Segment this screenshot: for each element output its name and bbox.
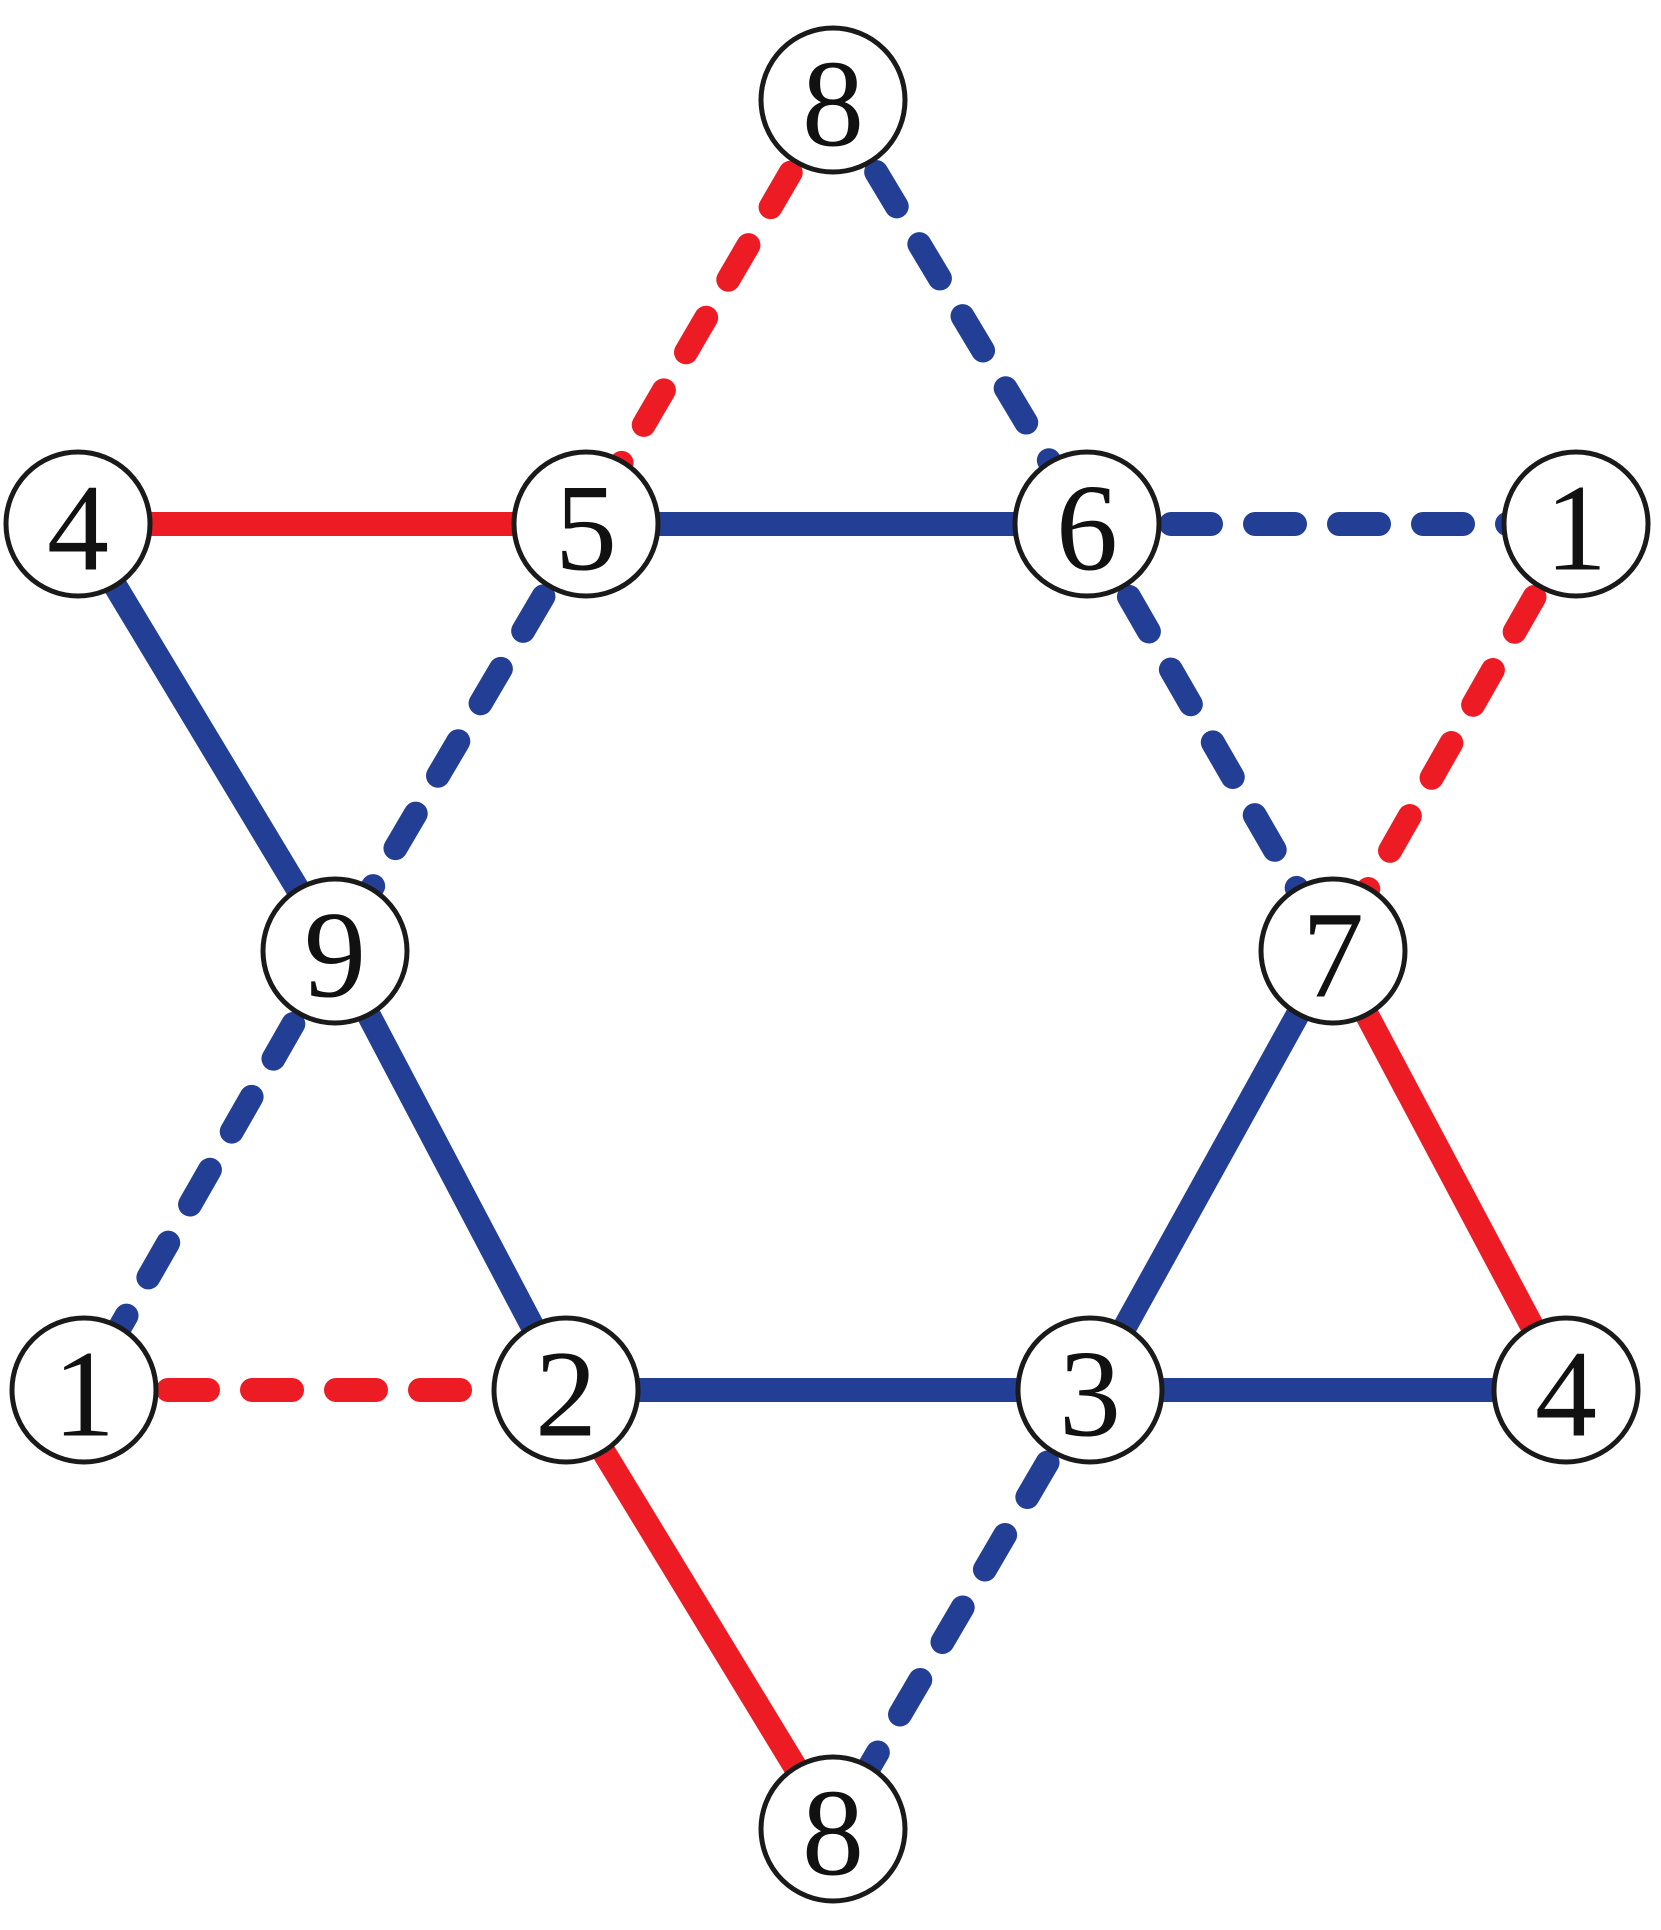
node-circle-n7 [1258,876,1408,1026]
node-circle-right4 [1491,1315,1641,1465]
node-label-bottom8: 8 [802,1765,864,1902]
node-n5: 5 [511,449,661,599]
node-label-n5: 5 [555,460,617,597]
nodes-layer: 8 4 5 6 1 9 7 1 2 3 4 8 [3,25,1651,1904]
node-circle-top8 [758,25,908,175]
edge-right1-n7-red-dashed [1321,512,1588,963]
node-circle-left1 [9,1315,159,1465]
node-right1: 1 [1501,449,1651,599]
node-label-right1: 1 [1545,460,1607,597]
node-circle-n3 [1015,1315,1165,1465]
node-circle-n5 [511,449,661,599]
node-circle-n2 [491,1315,641,1465]
edges-layer [66,88,1588,1841]
node-label-left1: 1 [53,1326,115,1463]
node-circle-left4 [3,449,153,599]
node-n9: 9 [260,876,410,1026]
node-label-n2: 2 [535,1326,597,1463]
node-label-left4: 4 [47,460,109,597]
node-label-n7: 7 [1302,887,1364,1024]
node-n2: 2 [491,1315,641,1465]
node-left4: 4 [3,449,153,599]
node-right4: 4 [1491,1315,1641,1465]
node-label-n9: 9 [304,887,366,1024]
edge-n2-bottom8-red-solid [554,1378,845,1841]
node-n7: 7 [1258,876,1408,1026]
edge-n3-bottom8-blue-dashed [821,1378,1102,1841]
node-n6: 6 [1012,449,1162,599]
edge-n5-n9-blue-dashed [323,512,598,963]
node-bottom8: 8 [758,1754,908,1904]
edge-n9-n2-blue-solid [323,939,578,1402]
node-circle-n6 [1012,449,1162,599]
node-circle-right1 [1501,449,1651,599]
node-label-n6: 6 [1056,460,1118,597]
node-label-n3: 3 [1059,1326,1121,1463]
edge-n7-right4-red-solid [1321,939,1578,1402]
edge-left4-n9-blue-solid [66,512,347,963]
edge-n9-left1-blue-dashed [72,939,347,1402]
edge-n7-n3-blue-solid [1078,939,1345,1402]
node-n3: 3 [1015,1315,1165,1465]
edge-top8-n6-blue-dashed [821,88,1099,536]
node-circle-bottom8 [758,1754,908,1904]
node-circle-n9 [260,876,410,1026]
node-label-top8: 8 [802,36,864,173]
edge-top8-n5-red-dashed [574,88,845,536]
node-left1: 1 [9,1315,159,1465]
edge-n6-n7-blue-dashed [1075,512,1345,963]
node-top8: 8 [758,25,908,175]
node-label-right4: 4 [1535,1326,1597,1463]
